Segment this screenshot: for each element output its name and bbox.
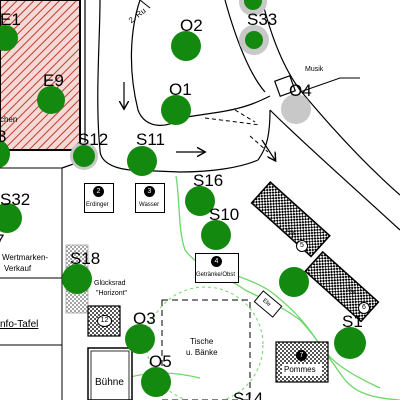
stand-7-number[interactable]: 7 [296, 350, 307, 361]
marker-s33-inner-top[interactable] [244, 0, 262, 10]
verkauf-label: Verkauf [4, 264, 32, 273]
label-s11: S11 [136, 130, 165, 149]
label-3-partial: 3 [0, 127, 7, 146]
label-7-partial: 7 [0, 232, 4, 249]
marker-o5[interactable] [141, 367, 171, 397]
marker-s10[interactable] [201, 220, 231, 250]
stand-2-erdinger[interactable]: 2 Erdinger [84, 183, 114, 213]
marker-3-left[interactable] [0, 140, 10, 168]
marker-e1[interactable] [0, 25, 18, 51]
baenke-label: u. Bänke [186, 348, 218, 357]
stand-3-number: 3 [144, 186, 155, 197]
buehne-label: Bühne [95, 377, 124, 388]
stand-3-wasser[interactable]: 3 Wasser [135, 183, 165, 213]
stand-4-getraenke[interactable]: 4 Getränke/Obst [195, 253, 239, 283]
gluecksrad-label: Glücksrad [94, 280, 126, 287]
label-s10: S10 [209, 205, 240, 224]
label-s14: S14 [233, 389, 264, 400]
stand-4-number: 4 [211, 256, 222, 267]
marker-s11[interactable] [127, 146, 157, 176]
marker-s33-inner[interactable] [245, 31, 263, 49]
label-o2: O2 [180, 16, 203, 35]
label-o1: O1 [169, 80, 192, 99]
label-s18: S18 [70, 249, 101, 268]
marker-o3[interactable] [125, 324, 155, 354]
label-o4: O4 [289, 81, 312, 100]
tische-label: Tische [190, 337, 214, 346]
marker-s16[interactable] [185, 186, 215, 216]
stand-2-number: 2 [93, 186, 104, 197]
marker-e9[interactable] [37, 86, 65, 114]
stand-2-name: Erdinger [86, 202, 109, 208]
label-s33: S33 [247, 10, 278, 29]
marker-o4[interactable] [281, 94, 311, 124]
label-chen: chen [0, 115, 18, 124]
stand-3-name: Wasser [139, 202, 160, 208]
marker-s12[interactable] [73, 145, 95, 167]
marker-o2[interactable] [171, 31, 201, 61]
label-o3: O3 [133, 309, 156, 328]
wertmarken-label: Wertmarken- [2, 253, 49, 262]
label-s12: S12 [78, 130, 109, 149]
marker-o1[interactable] [161, 95, 191, 125]
marker-near-5[interactable] [279, 267, 309, 297]
hatched-building [0, 0, 81, 151]
marker-s18[interactable] [62, 264, 92, 294]
info-tafel-label: nfo-Tafel [0, 319, 39, 330]
stand-12-number[interactable]: 12 [97, 315, 112, 327]
label-o5: O5 [149, 352, 172, 371]
horizont-label: "Horizont" [96, 290, 128, 297]
label-s32: S32 [0, 190, 31, 209]
stand-4-name: Getränke/Obst [196, 272, 236, 278]
marker-s-right[interactable] [334, 327, 366, 359]
stand-7-name: Pommes [284, 365, 316, 374]
label-s-right: S1 [342, 312, 363, 331]
label-e9: E9 [43, 71, 64, 90]
stand-5-number[interactable]: 5 [296, 240, 308, 252]
label-e1: E1 [0, 10, 21, 29]
musik-label: Musik [305, 66, 324, 73]
stand-6-number[interactable]: 6 [358, 302, 370, 314]
label-s16: S16 [193, 171, 224, 190]
marker-s32[interactable] [0, 203, 22, 233]
